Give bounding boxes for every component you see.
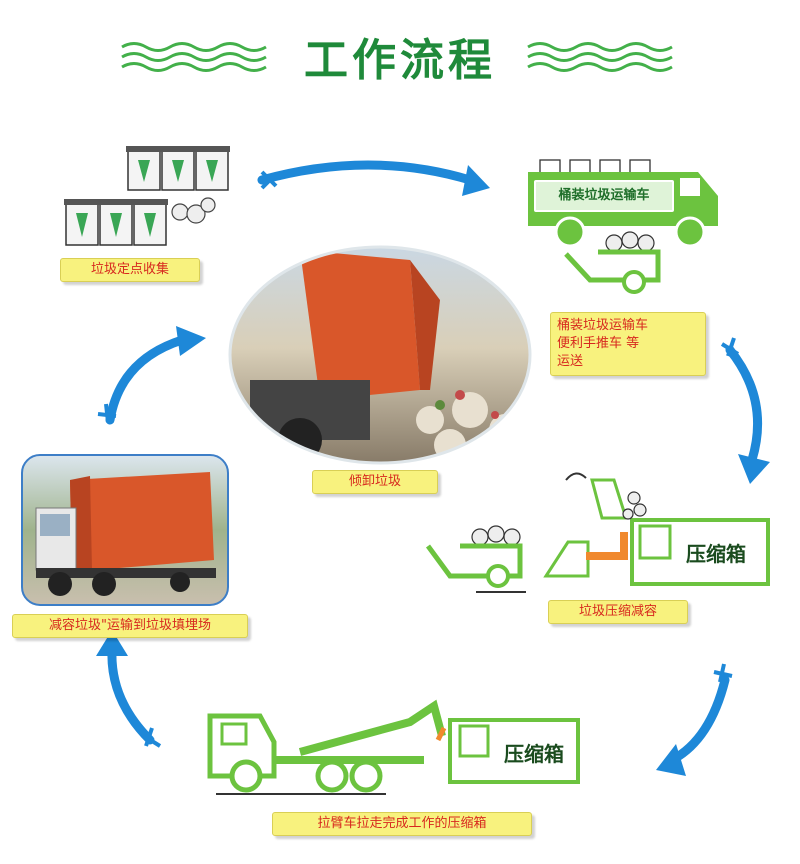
arrow-transport-to-compress <box>720 337 770 484</box>
step-label-landfill: 减容垃圾"运输到垃圾填埋场 <box>12 614 248 638</box>
page-title: 工作流程 <box>304 35 496 86</box>
arrow-collect-to-transport <box>257 160 490 196</box>
step-label-collect: 垃圾定点收集 <box>60 258 200 282</box>
arrow-landfill-to-dump <box>97 326 206 425</box>
hook-box-text: 压缩箱 <box>504 742 564 766</box>
compactor-truck-photo <box>22 455 228 605</box>
compactor-icon <box>425 472 770 593</box>
arrow-hook-to-landfill <box>96 630 162 748</box>
compactor-truck-photo-frame <box>21 454 229 606</box>
title-wave-right <box>527 42 673 72</box>
step-label-dump: 倾卸垃圾 <box>312 470 438 494</box>
truck-banner-text: 桶装垃圾运输车 <box>534 180 674 212</box>
hook-lift-truck-icon <box>207 699 580 795</box>
arrow-compress-to-hook <box>656 663 733 776</box>
step-label-transport-line-2: 便利手推车 等 <box>557 336 640 351</box>
dump-photo-frame <box>228 245 532 465</box>
step-label-hook: 拉臂车拉走完成工作的压缩箱 <box>272 812 532 836</box>
step-label-compress: 垃圾压缩减容 <box>548 600 688 624</box>
trash-bin-icon <box>64 146 230 246</box>
title-wave-left <box>121 42 267 72</box>
compress-box-text: 压缩箱 <box>686 542 746 566</box>
dump-photo <box>230 247 530 463</box>
hand-cart-icon <box>564 231 661 294</box>
step-label-transport-line-3: 运送 <box>557 354 584 369</box>
step-label-transport: 桶装垃圾运输车 便利手推车 等 运送 <box>550 312 706 376</box>
step-label-transport-line-1: 桶装垃圾运输车 <box>557 318 649 333</box>
